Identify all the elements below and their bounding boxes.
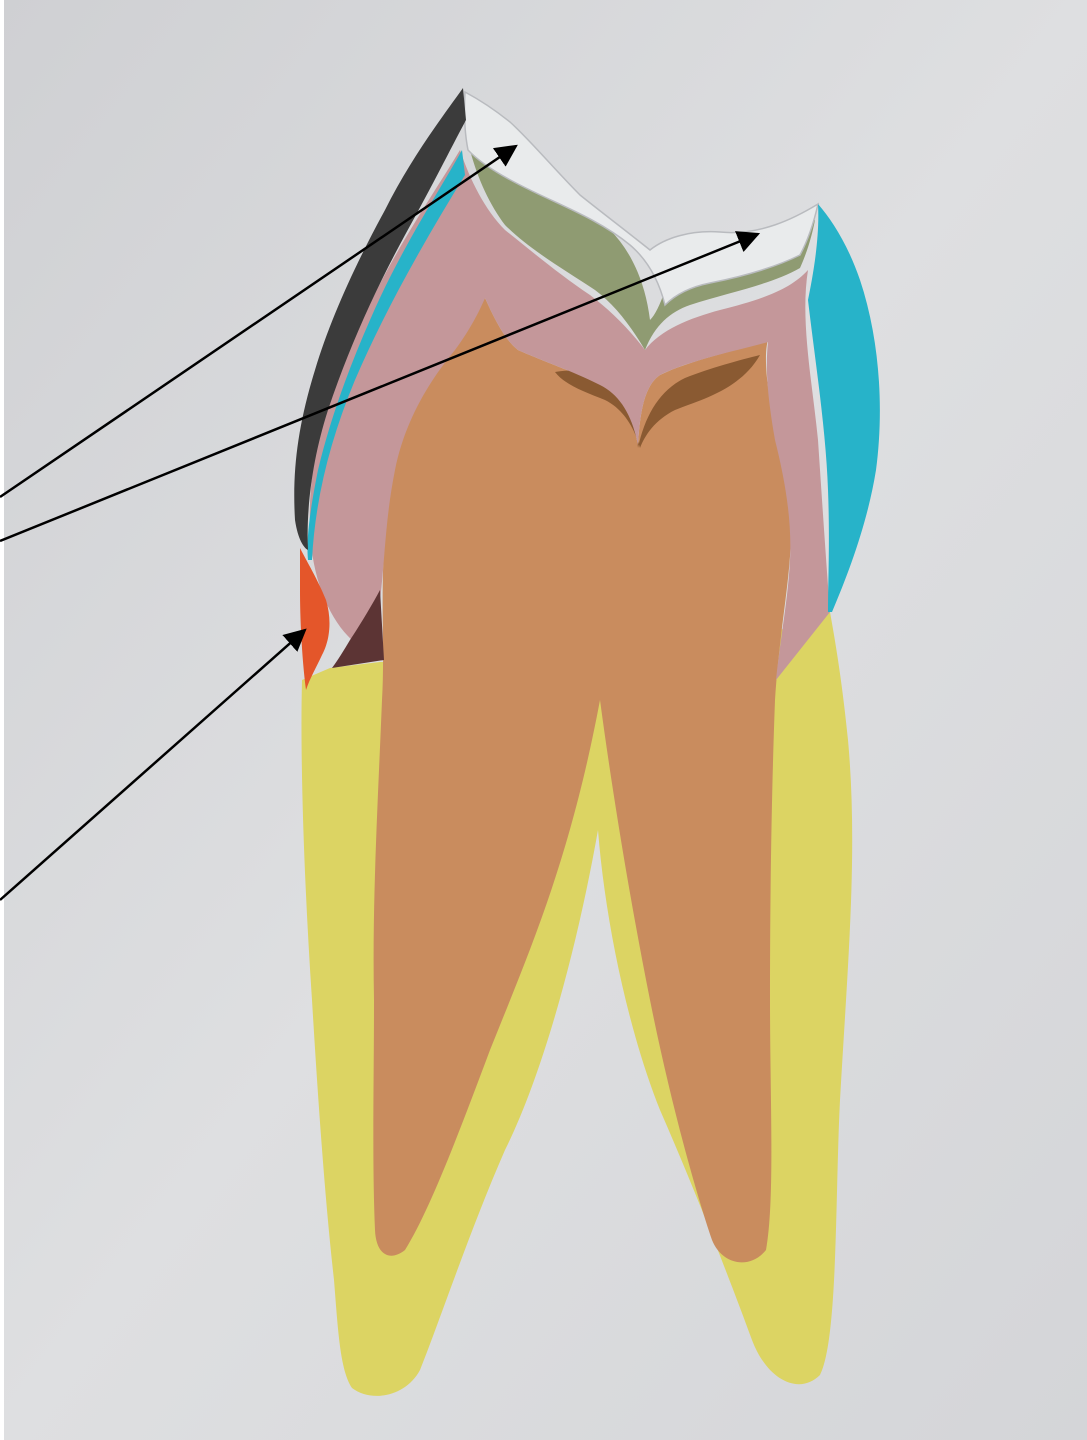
left-edge-strip [0,0,4,1440]
